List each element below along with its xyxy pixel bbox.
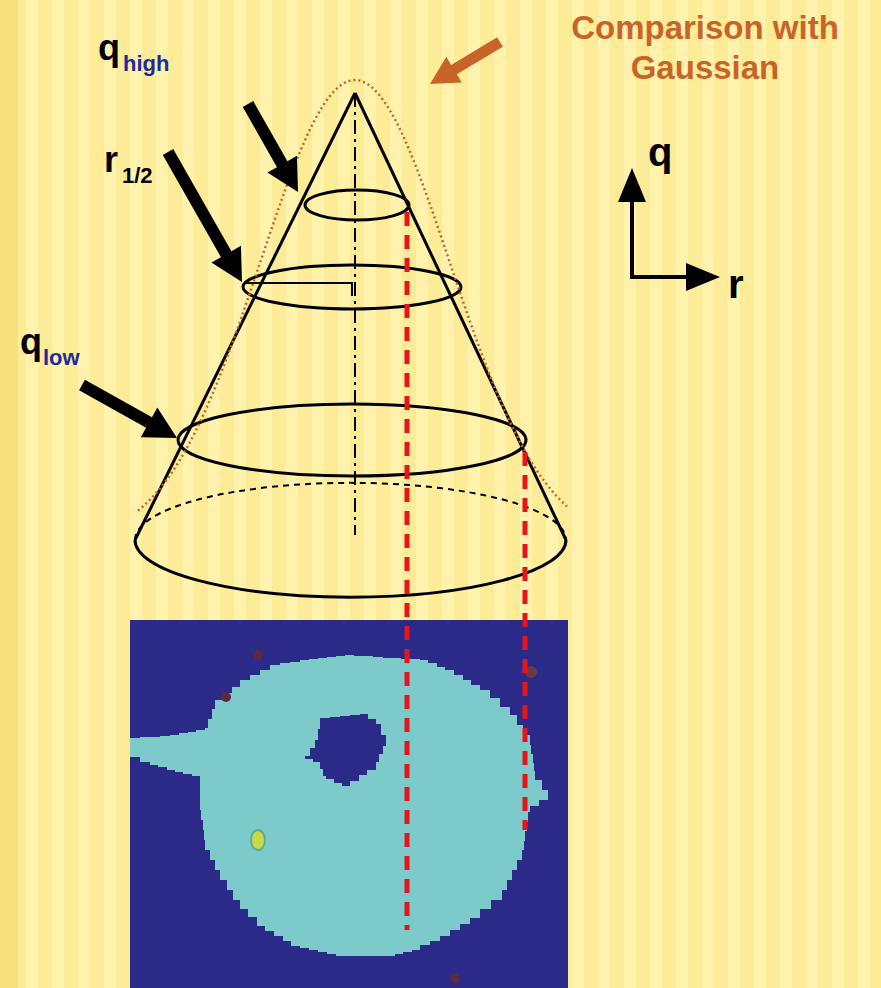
projection-line bbox=[523, 452, 528, 830]
q-high-ring bbox=[305, 190, 409, 220]
pointer-arrow bbox=[243, 101, 298, 192]
cone-side bbox=[135, 93, 355, 540]
axis-line bbox=[354, 93, 356, 535]
axis-label: r bbox=[728, 262, 744, 306]
subscript-label: high bbox=[123, 52, 169, 76]
symbol-label: q bbox=[20, 322, 42, 362]
cone-side bbox=[355, 93, 566, 540]
heatmap-dots bbox=[221, 650, 537, 983]
axes bbox=[618, 168, 720, 291]
subscript-label: low bbox=[43, 346, 80, 370]
symbol-label: r bbox=[104, 140, 118, 180]
base-back bbox=[135, 483, 566, 540]
radius-line bbox=[245, 283, 352, 296]
axis-label: q bbox=[648, 130, 672, 174]
half-radius-ring bbox=[243, 265, 461, 309]
pointer-arrow bbox=[430, 37, 503, 84]
heatmap bbox=[130, 620, 568, 988]
projection-line bbox=[405, 212, 410, 930]
subscript-label: 1/2 bbox=[122, 164, 153, 188]
background-edge bbox=[0, 0, 18, 988]
q-low-ring bbox=[178, 404, 526, 476]
heatmap-ring bbox=[130, 655, 548, 956]
gaussian-curve bbox=[138, 80, 567, 511]
pointer-arrow bbox=[79, 380, 177, 438]
base-front bbox=[135, 540, 566, 597]
cone bbox=[135, 93, 566, 597]
pointer-arrows bbox=[79, 37, 503, 438]
symbol-label: q bbox=[98, 28, 120, 68]
pointer-arrow bbox=[163, 149, 242, 282]
annotation-label: Comparison with Gaussian bbox=[570, 8, 840, 87]
